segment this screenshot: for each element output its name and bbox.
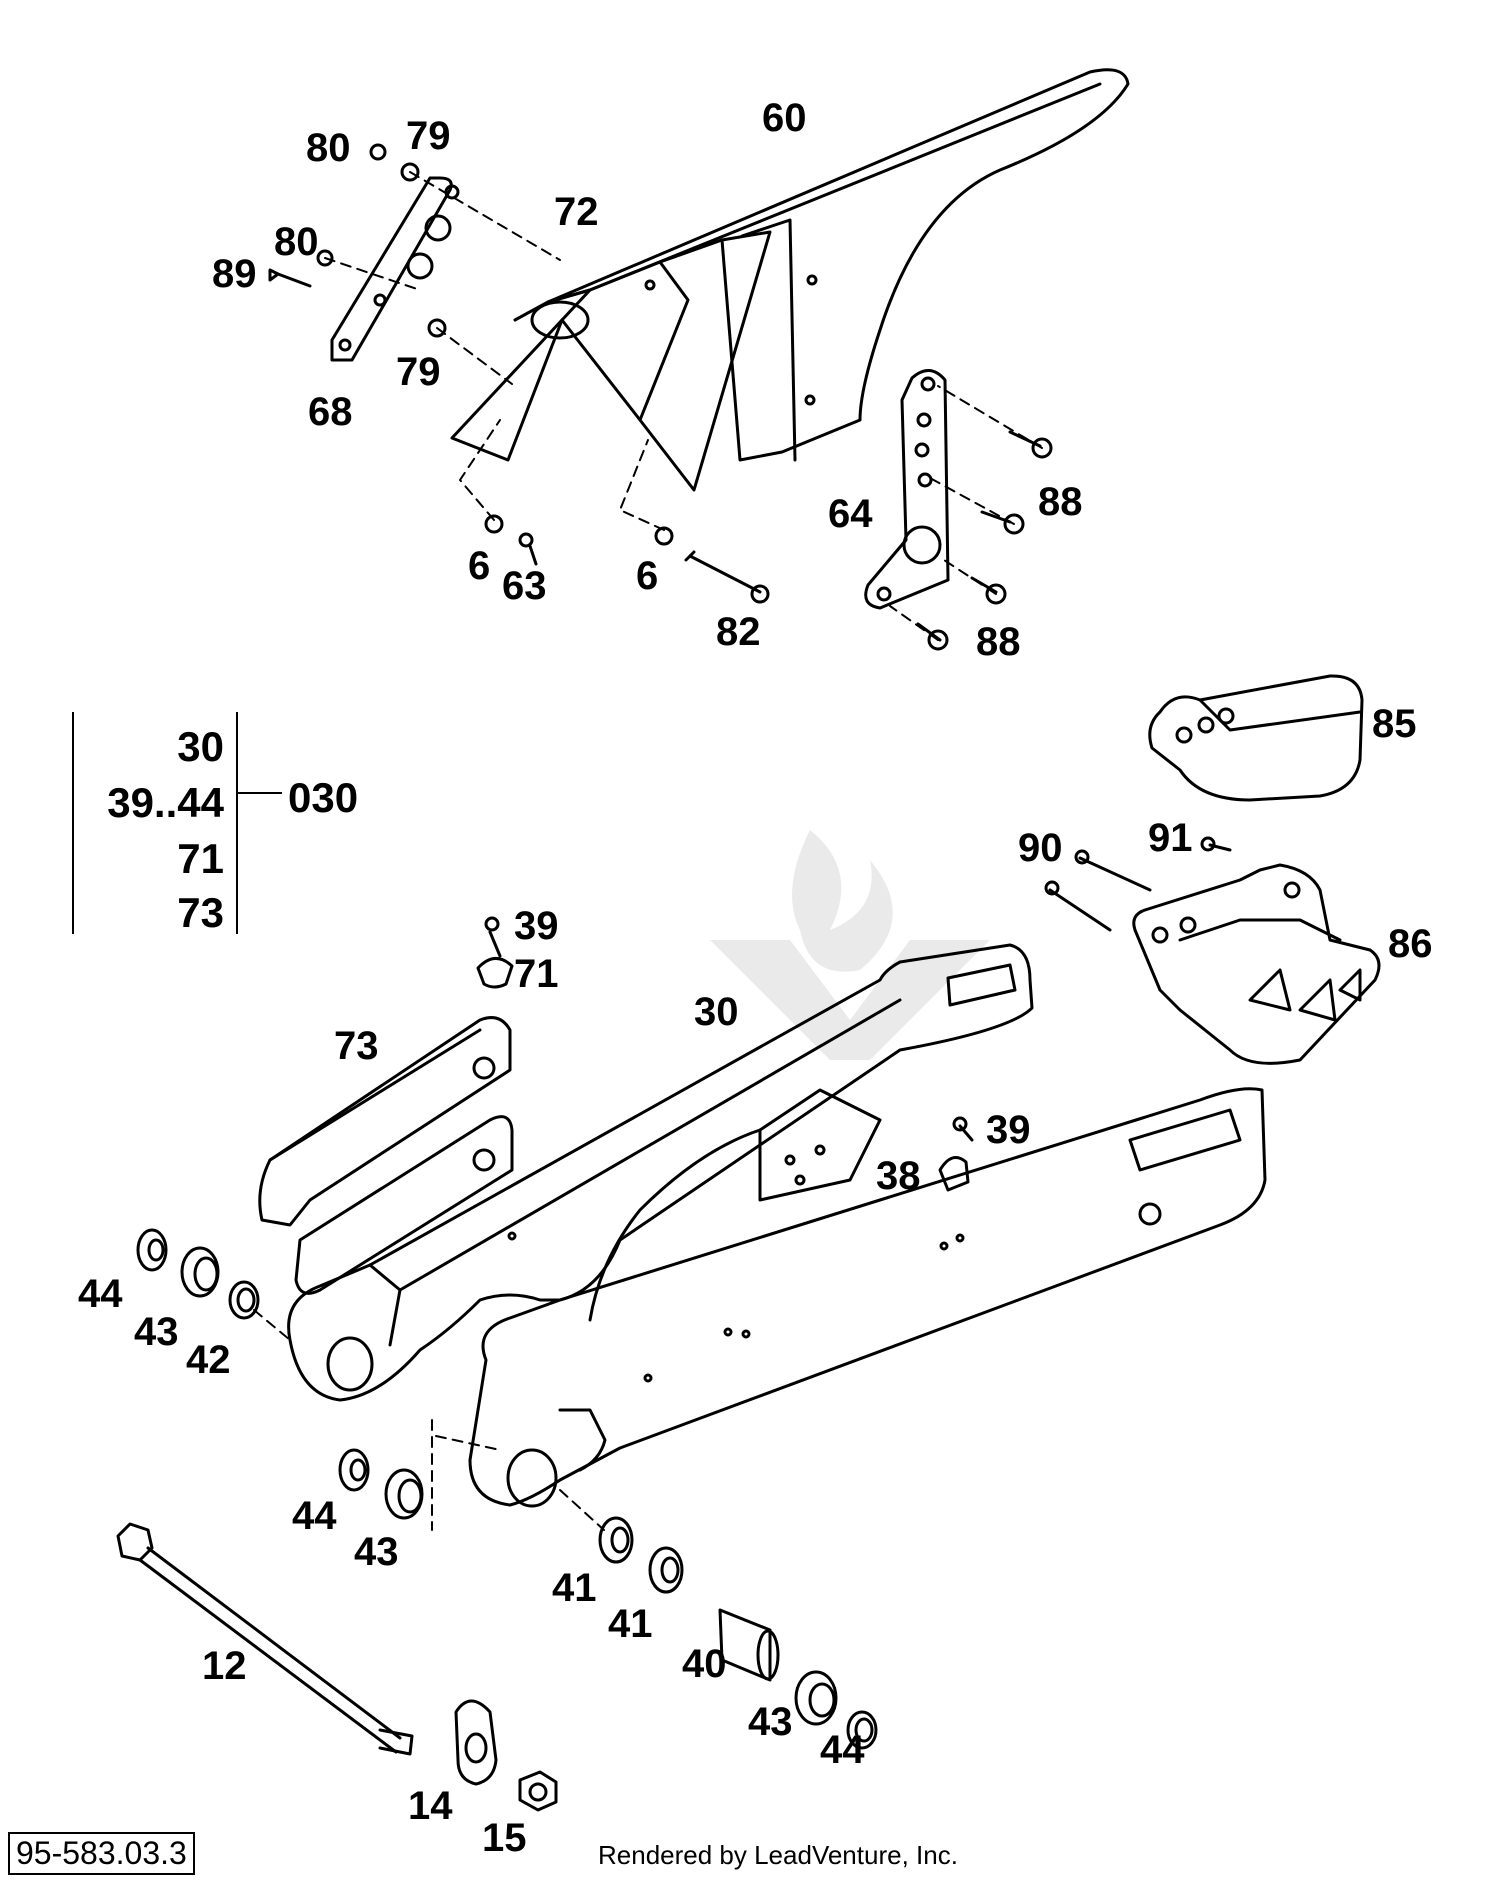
callout-73: 73 [334, 1024, 379, 1068]
callout-12: 12 [202, 1644, 247, 1688]
render-credit: Rendered by LeadVenture, Inc. [598, 1840, 958, 1870]
callout-91: 91 [1148, 816, 1193, 860]
chain-guide-85 [1148, 674, 1364, 802]
callout-41: 41 [608, 1602, 653, 1646]
bracket-68 [330, 176, 460, 362]
callout-44: 44 [292, 1494, 337, 1538]
callout-72: 72 [554, 190, 599, 234]
kit-contents-box: 30 39..44 71 73 [72, 712, 238, 934]
callout-68: 68 [308, 390, 353, 434]
chain-slider-73 [258, 1016, 514, 1295]
callout-6: 6 [636, 554, 659, 598]
hardware-center [476, 916, 974, 1192]
callout-39: 39 [986, 1108, 1031, 1152]
callout-44: 44 [78, 1272, 123, 1316]
diagram-reference-number: 95-583.03.3 [8, 1832, 195, 1876]
kit-connector-line [236, 792, 282, 794]
callout-79: 79 [406, 114, 451, 158]
kit-code: 030 [288, 774, 359, 821]
callout-89: 89 [212, 252, 257, 296]
chain-guide-86 [1044, 836, 1381, 1065]
callout-90: 90 [1018, 826, 1063, 870]
callout-79: 79 [396, 350, 441, 394]
kit-item: 71 [177, 835, 224, 882]
assembly-lines-lower [253, 1309, 605, 1531]
callout-40: 40 [682, 1642, 727, 1686]
callout-43: 43 [354, 1530, 399, 1574]
swingarm-axle-12 [116, 1522, 414, 1756]
callout-15: 15 [482, 1816, 527, 1860]
callout-30: 30 [694, 990, 739, 1034]
bearings-left [136, 1228, 424, 1520]
axle-nut-15 [518, 1770, 558, 1812]
callout-82: 82 [716, 610, 761, 654]
kit-item: 39..44 [107, 779, 224, 826]
hardware-top [268, 143, 1053, 651]
callout-80: 80 [306, 126, 351, 170]
callout-39: 39 [514, 904, 559, 948]
callout-71: 71 [514, 952, 559, 996]
assembly-lines-top [324, 171, 1043, 641]
axle-plate-14 [454, 1699, 498, 1786]
callout-80: 80 [274, 220, 319, 264]
callout-64: 64 [828, 492, 873, 536]
bracket-64 [864, 369, 950, 610]
bearings-right [598, 1516, 878, 1750]
leadventure-watermark [710, 830, 990, 1060]
callout-6: 6 [468, 544, 491, 588]
callout-38: 38 [876, 1154, 921, 1198]
callout-63: 63 [502, 564, 547, 608]
callout-88: 88 [1038, 480, 1083, 524]
callout-44: 44 [820, 1728, 865, 1772]
callout-88: 88 [976, 620, 1021, 664]
callout-41: 41 [552, 1566, 597, 1610]
callout-43: 43 [748, 1700, 793, 1744]
kit-item: 73 [177, 889, 224, 936]
callout-86: 86 [1388, 922, 1433, 966]
swingarm-30 [287, 943, 1267, 1508]
callout-43: 43 [134, 1310, 179, 1354]
callout-60: 60 [762, 96, 807, 140]
callout-14: 14 [408, 1784, 453, 1828]
callout-85: 85 [1372, 702, 1417, 746]
callout-42: 42 [186, 1338, 231, 1382]
kit-item: 30 [177, 723, 224, 770]
